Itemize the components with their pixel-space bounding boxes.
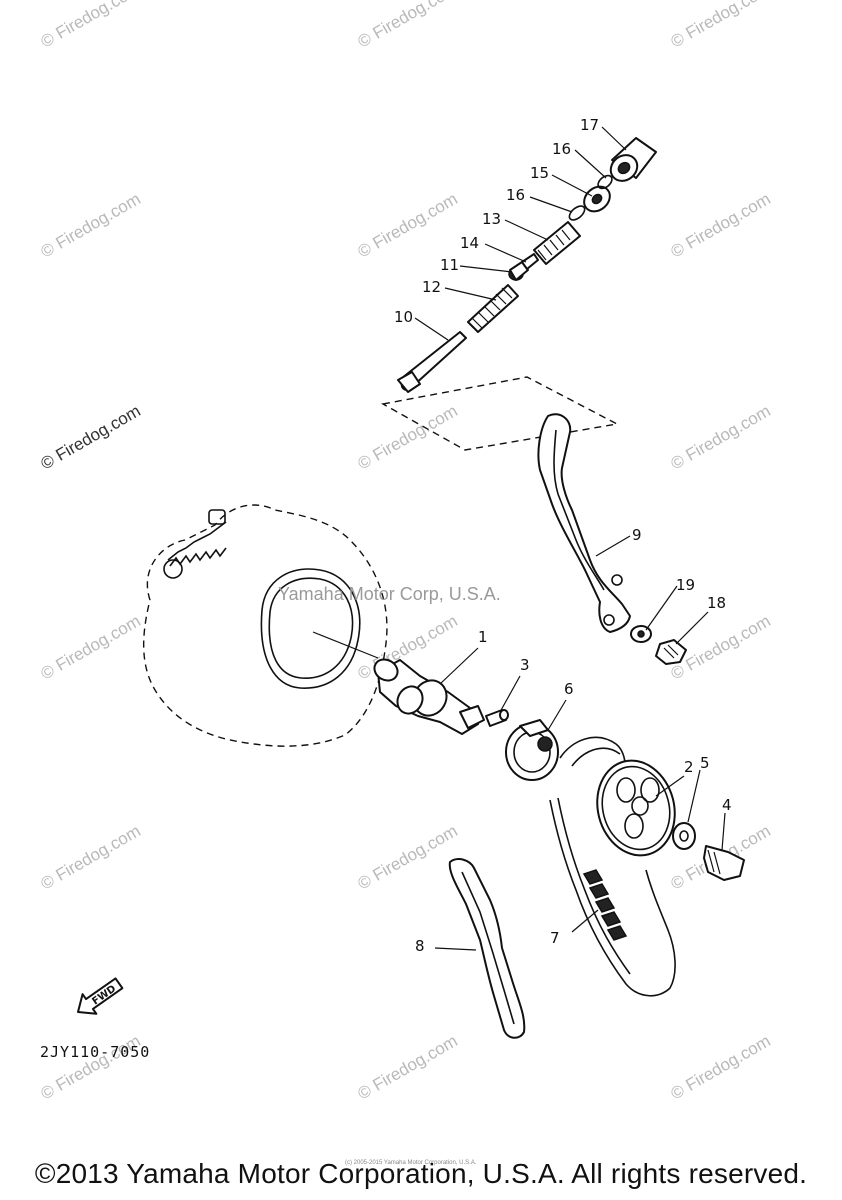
callout-5: 5: [700, 754, 710, 772]
part-3-dowel-pin: [485, 709, 509, 727]
callout-11: 11: [440, 256, 459, 274]
watermark: © Firedog.com: [38, 821, 144, 893]
callout-3: 3: [520, 656, 530, 674]
part-10-pin: [397, 331, 467, 393]
part-9-tensioner-guide: [537, 413, 631, 633]
watermark: © Firedog.com: [668, 189, 774, 261]
callout-13: 13: [482, 210, 501, 228]
part-2-cam-sprocket: [596, 759, 676, 857]
copyright-footer: ©2013 Yamaha Motor Corporation, U.S.A. A…: [34, 1158, 808, 1189]
cylinder-head-outline: [142, 504, 388, 747]
watermark: © Firedog.com: [38, 611, 144, 683]
watermark: © Firedog.com: [355, 1031, 461, 1103]
watermark: © Firedog.com: [355, 821, 461, 893]
callout-17: 17: [580, 116, 599, 134]
tiny-copyright-note: (c) 2005-2015 Yamaha Motor Corporation, …: [345, 1160, 477, 1166]
watermark: © Firedog.com: [668, 401, 774, 473]
watermark: © Firedog.com: [355, 401, 461, 473]
callout-4: 4: [722, 796, 732, 814]
watermark: © Firedog.com: [355, 0, 461, 51]
callout-19: 19: [676, 576, 695, 594]
callout-16-lower: 16: [506, 186, 525, 204]
part-18-bolt: [655, 639, 687, 665]
part-19-washer: [630, 625, 652, 643]
part-11-fitting: [508, 261, 529, 281]
callout-15: 15: [530, 164, 549, 182]
part-6-decomp-cam: [505, 719, 559, 781]
callout-2: 2: [684, 758, 694, 776]
watermark: © Firedog.com: [38, 1031, 144, 1103]
part-1-camshaft: [373, 658, 485, 735]
callout-18: 18: [707, 594, 726, 612]
callout-1: 1: [478, 628, 488, 646]
diagram-part-code: 2JY110-7050: [40, 1043, 151, 1061]
watermark: © Firedog.com: [668, 0, 774, 51]
callout-14: 14: [460, 234, 479, 252]
callout-9: 9: [632, 526, 642, 544]
part-15-washer: [583, 185, 611, 213]
callout-6: 6: [564, 680, 574, 698]
watermark-layer: © Firedog.com © Firedog.com © Firedog.co…: [38, 0, 774, 1103]
callout-labels: 1 2 3 4 5 6 7 8 9 10 11 12 13 14 15 16 1…: [394, 116, 732, 955]
leader-lines: [414, 126, 726, 951]
callout-10: 10: [394, 308, 413, 326]
callout-12: 12: [422, 278, 441, 296]
watermark: © Firedog.com: [38, 189, 144, 261]
watermark: © Firedog.com: [38, 0, 144, 51]
callout-8: 8: [415, 937, 425, 955]
part-16-oring-lower: [568, 205, 586, 221]
part-5-washer: [672, 822, 696, 850]
part-8-chain-guide: [448, 858, 526, 1039]
part-13-adjuster: [533, 221, 581, 265]
subassembly-frame: [380, 376, 620, 451]
part-4-bolt: [703, 845, 745, 881]
part-12-spring: [467, 284, 519, 333]
watermark: © Firedog.com: [668, 1031, 774, 1103]
watermark: © Firedog.com: [38, 401, 144, 473]
part-17-cap-nut: [609, 137, 657, 182]
part-14-tip: [521, 253, 539, 270]
watermark: © Firedog.com: [355, 189, 461, 261]
callout-7: 7: [550, 929, 560, 947]
center-watermark: Yamaha Motor Corp, U.S.A.: [278, 584, 501, 604]
part-16-oring-upper: [597, 174, 613, 190]
fwd-arrow: FWD: [77, 977, 124, 1015]
callout-16-upper: 16: [552, 140, 571, 158]
